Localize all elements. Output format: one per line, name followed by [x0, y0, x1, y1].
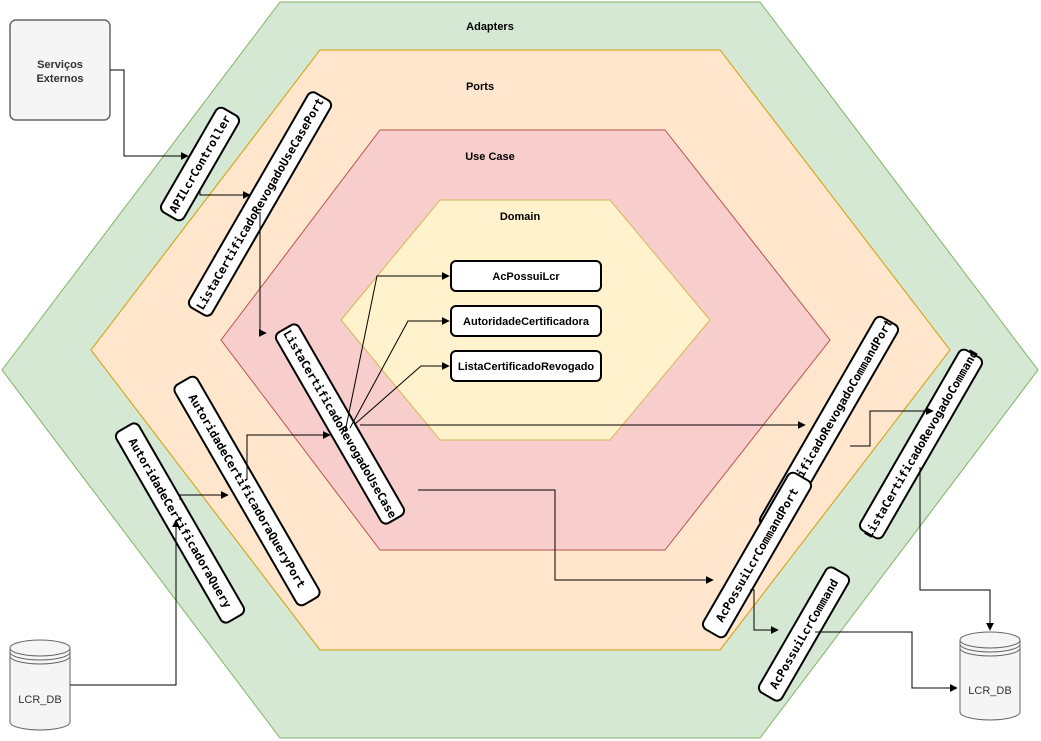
arrow-query-port-to-usecase — [246, 431, 331, 480]
arrow-usecase-to-autoridade — [349, 317, 450, 429]
arrow-ac-command-to-db — [815, 631, 958, 692]
arrow-usecase-to-ac-possui-lcr — [344, 272, 450, 433]
external-services-label-line2: Externos — [36, 73, 83, 85]
ac-possui-lcr-label: AcPossuiLcr — [492, 271, 560, 283]
arrow-usecase-port-to-usecase — [258, 212, 267, 337]
database-left-label: LCR_DB — [18, 694, 61, 706]
database-left: LCR_DB — [9, 639, 71, 731]
domain-label: Domain — [500, 211, 541, 223]
arrow-lista-command-to-db — [919, 467, 994, 631]
use-case-label: Use Case — [465, 151, 515, 163]
arrow-db-to-query — [70, 519, 180, 686]
external-services-label-line1: Serviços — [37, 59, 83, 71]
domain-entity-lista-certificado-revogado: ListaCertificadoRevogado — [450, 350, 602, 382]
arrow-ac-command-port-to-command — [750, 589, 779, 634]
arrow-controller-to-usecase-port — [199, 190, 251, 199]
adapters-label: Adapters — [466, 21, 514, 33]
arrow-command-port-to-command — [850, 407, 934, 447]
connectors — [70, 69, 994, 692]
arrow-services-to-controller — [110, 69, 189, 160]
arrow-usecase-to-ac-command-port — [418, 489, 714, 584]
external-services-box: Serviços Externos — [9, 19, 111, 121]
autoridade-certificadora-label: AutoridadeCertificadora — [463, 316, 590, 328]
lista-certificado-revogado-label: ListaCertificadoRevogado — [458, 361, 595, 373]
ports-label: Ports — [466, 81, 494, 93]
database-right: LCR_DB — [959, 631, 1021, 721]
arrow-usecase-to-lista — [354, 362, 450, 425]
arrow-query-to-query-port — [179, 491, 229, 500]
database-right-label: LCR_DB — [968, 685, 1011, 697]
domain-entity-ac-possui-lcr: AcPossuiLcr — [450, 260, 602, 292]
domain-entity-autoridade-certificadora: AutoridadeCertificadora — [450, 305, 602, 337]
